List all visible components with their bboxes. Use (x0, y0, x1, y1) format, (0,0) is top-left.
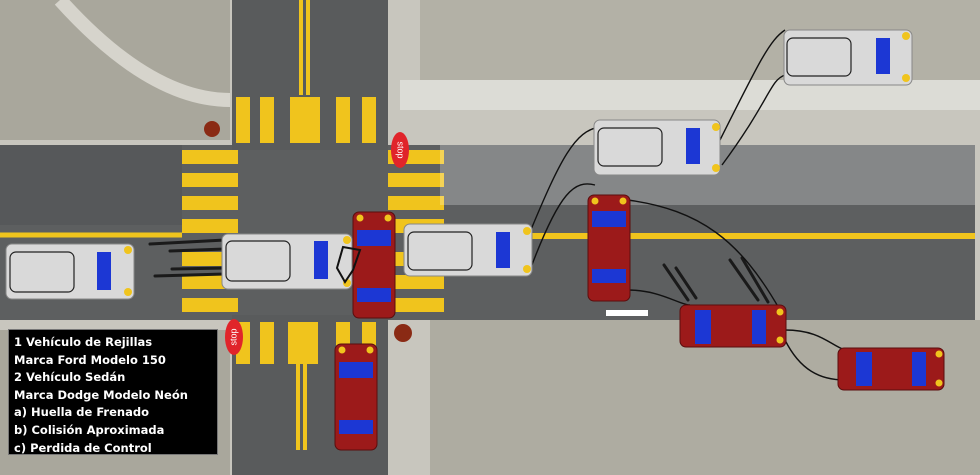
vehicle-2-position-4 (679, 304, 787, 348)
lawn-top-left (0, 0, 230, 140)
vehicle-2-position-5 (837, 347, 945, 391)
stop-sign-south: stop (225, 319, 243, 355)
vehicle-1-position-1 (5, 243, 135, 300)
post-marker (204, 121, 220, 137)
legend-item: 1 Vehículo de Rejillas (14, 335, 153, 349)
crosswalk-west (182, 150, 238, 312)
vehicle-1-position-2 (221, 233, 353, 290)
crosswalk-north (236, 97, 376, 143)
curved-path (54, 0, 231, 107)
legend-item: 2 Vehículo Sedán (14, 370, 126, 385)
skid-marks (148, 238, 770, 304)
white-marker (606, 310, 648, 316)
vehicle-2-position-2 (352, 211, 396, 319)
legend-item: Marca Dodge Modelo Neón (14, 387, 188, 402)
road-shoulder-left (0, 145, 182, 225)
vehicle-2-position-1 (334, 343, 378, 451)
legend-box: 1 Vehículo de Rejillas Marca Ford Modelo… (8, 329, 218, 455)
post-marker (394, 324, 412, 342)
vehicle-1-position-3 (403, 223, 533, 277)
vehicle-1-position-4 (593, 119, 721, 176)
stop-sign-label: stop (396, 141, 406, 158)
legend-item: b) Colisión Aproximada (14, 422, 165, 437)
vehicle-2-position-3 (587, 194, 631, 302)
legend-item: c) Perdida de Control (14, 440, 152, 455)
legend-item: a) Huella de Frenado (14, 405, 149, 420)
collision-marker (335, 245, 362, 284)
vehicle-1-position-5 (783, 29, 913, 86)
stop-sign-label: stop (228, 328, 238, 345)
stop-sign-north: stop (391, 132, 409, 168)
legend-item: Marca Ford Modelo 150 (14, 352, 166, 367)
